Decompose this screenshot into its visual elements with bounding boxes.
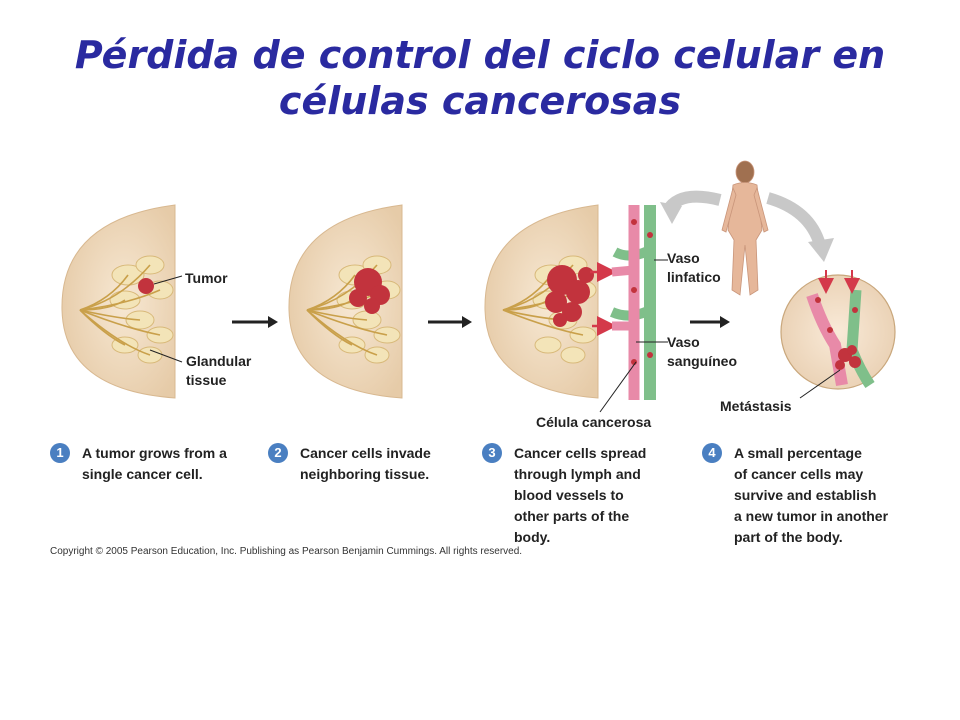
label-celula-cancerosa: Célula cancerosa: [536, 414, 652, 430]
label-vaso-sanguineo: Vaso sanguíneo: [667, 334, 738, 369]
blood-vessel: [611, 205, 640, 400]
step-2-badge: 2: [268, 443, 288, 463]
label-glandular-tissue: Glandular tissue: [186, 353, 252, 388]
step-4-badge: 4: [702, 443, 722, 463]
tumor-2: [349, 268, 390, 314]
breast-1: [61, 204, 183, 399]
label-metastasis: Metástasis: [720, 398, 792, 414]
gray-arrow-right: [766, 192, 826, 247]
step-1-badge: 1: [50, 443, 70, 463]
step-3-badge: 3: [482, 443, 502, 463]
label-vaso-linfatico: Vaso linfatico: [667, 250, 721, 285]
step-2-text: Cancer cells invade neighboring tissue.: [300, 445, 431, 482]
cancer-cells-in-vessels: [631, 219, 653, 365]
breast-3: [484, 204, 617, 399]
page-title: Pérdida de control del ciclo celular en …: [74, 33, 886, 123]
step-1-text: A tumor grows from a single cancer cell.: [82, 445, 227, 482]
breast-2: [288, 204, 403, 399]
cancer-progression-diagram: [61, 160, 896, 413]
step-3-text: Cancer cells spread through lymph and bl…: [514, 445, 647, 545]
tumor-1: [138, 278, 154, 294]
metastasis-circle: [780, 270, 896, 399]
human-figure-icon: [721, 160, 769, 296]
copyright-notice: Copyright © 2005 Pearson Education, Inc.…: [50, 546, 523, 557]
label-tumor: Tumor: [185, 270, 228, 286]
step-4-text: A small percentage of cancer cells may s…: [734, 445, 889, 545]
